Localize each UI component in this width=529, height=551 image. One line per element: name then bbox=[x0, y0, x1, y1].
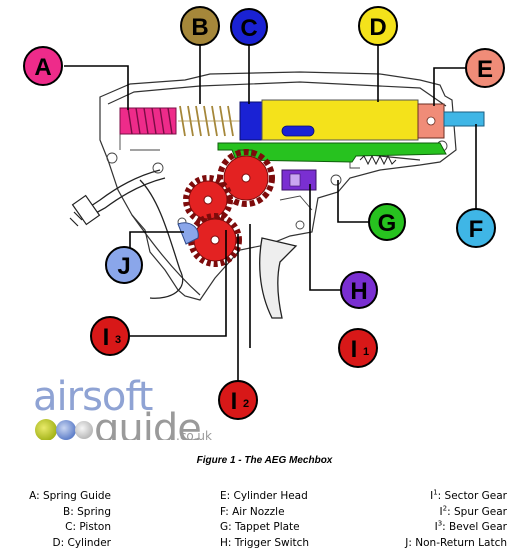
piston bbox=[240, 102, 262, 140]
callout-C: C bbox=[231, 9, 267, 45]
logo-dot-grey bbox=[75, 421, 93, 439]
airsoftguide-logo: airsoft guide .co.uk bbox=[33, 374, 212, 440]
callout-H: H bbox=[341, 272, 377, 308]
callout-E-label: E bbox=[477, 56, 493, 83]
callout-F: F bbox=[457, 209, 495, 247]
cylinder-port bbox=[282, 126, 314, 136]
callout-A: A bbox=[24, 47, 62, 85]
trigger-switch-contact bbox=[290, 174, 300, 186]
callout-I1-sub: 1 bbox=[363, 346, 369, 358]
callout-G-label: G bbox=[378, 210, 397, 237]
callout-H-label: H bbox=[350, 278, 367, 305]
callout-G: G bbox=[369, 204, 405, 240]
callout-B: B bbox=[181, 7, 219, 45]
legend-item: G: Tappet Plate bbox=[220, 520, 309, 536]
legend-item: I3: Bevel Gear bbox=[405, 520, 507, 536]
wire-connector bbox=[70, 196, 99, 226]
callout-D-label: D bbox=[369, 14, 386, 41]
logo-dot-blue bbox=[56, 420, 76, 440]
air-nozzle bbox=[444, 112, 484, 126]
callout-I1-label: I bbox=[351, 336, 358, 363]
figure-caption: Figure 1 - The AEG Mechbox bbox=[0, 455, 529, 466]
callout-I3-sub: 3 bbox=[115, 334, 121, 346]
legend-item: E: Cylinder Head bbox=[220, 489, 309, 505]
legend-item: C: Piston bbox=[29, 520, 111, 536]
callout-I2-label: I bbox=[231, 388, 238, 415]
logo-domain: .co.uk bbox=[176, 429, 212, 440]
callout-F-label: F bbox=[469, 216, 484, 243]
legend-item: A: Spring Guide bbox=[29, 489, 111, 505]
legend-item: B: Spring bbox=[29, 505, 111, 521]
trigger bbox=[260, 238, 296, 318]
callout-I3: I 3 bbox=[91, 317, 129, 355]
legend-item: F: Air Nozzle bbox=[220, 505, 309, 521]
legend-column-1: A: Spring Guide B: Spring C: Piston D: C… bbox=[29, 489, 111, 551]
legend-column-3: I1: Sector Gear I2: Spur Gear I3: Bevel … bbox=[405, 489, 507, 551]
bevel-gear bbox=[191, 216, 239, 264]
callout-D: D bbox=[359, 7, 397, 45]
callout-I2-sub: 2 bbox=[243, 398, 249, 410]
callout-I2: I 2 bbox=[219, 381, 257, 419]
callout-I1: I 1 bbox=[339, 329, 377, 367]
callout-A-label: A bbox=[34, 54, 51, 81]
mechbox-diagram: A B C D E F G H J I 1 I 2 I 3 airsoft gu… bbox=[0, 0, 529, 440]
callout-B-label: B bbox=[191, 14, 208, 41]
callout-C-label: C bbox=[240, 15, 257, 42]
callout-E: E bbox=[466, 49, 504, 87]
cylinder-head-port bbox=[427, 117, 435, 125]
callout-J-label: J bbox=[117, 253, 130, 280]
callout-I3-label: I bbox=[103, 324, 110, 351]
logo-dot-yellow bbox=[35, 419, 57, 440]
spring bbox=[178, 106, 240, 136]
legend-column-2: E: Cylinder Head F: Air Nozzle G: Tappet… bbox=[220, 489, 309, 551]
gear-train bbox=[186, 152, 272, 264]
legend-item: I1: Sector Gear bbox=[405, 489, 507, 505]
legend-item: I2: Spur Gear bbox=[405, 505, 507, 521]
callout-J: J bbox=[106, 247, 142, 283]
